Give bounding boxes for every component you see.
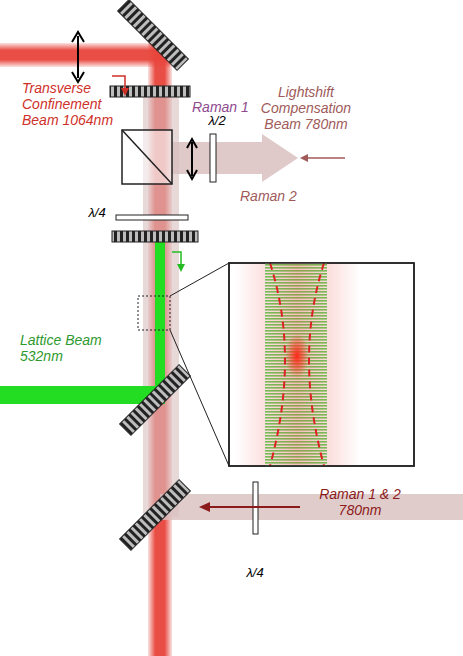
beam-label: Raman 2 bbox=[240, 188, 310, 204]
beam-label: λ/4 bbox=[82, 206, 112, 221]
beam-label: Lattice Beam 532nm bbox=[20, 332, 110, 364]
beam-label: Lightshift Compensation Beam 780nm bbox=[254, 84, 358, 132]
beam-label: λ/4 bbox=[240, 566, 270, 581]
beam-label: Raman 1 bbox=[192, 99, 262, 115]
beam-label: Raman 1 & 2 780nm bbox=[312, 486, 408, 518]
beam-label: λ/2 bbox=[202, 114, 232, 129]
beam-label: Transverse Confinement Beam 1064nm bbox=[22, 80, 118, 128]
